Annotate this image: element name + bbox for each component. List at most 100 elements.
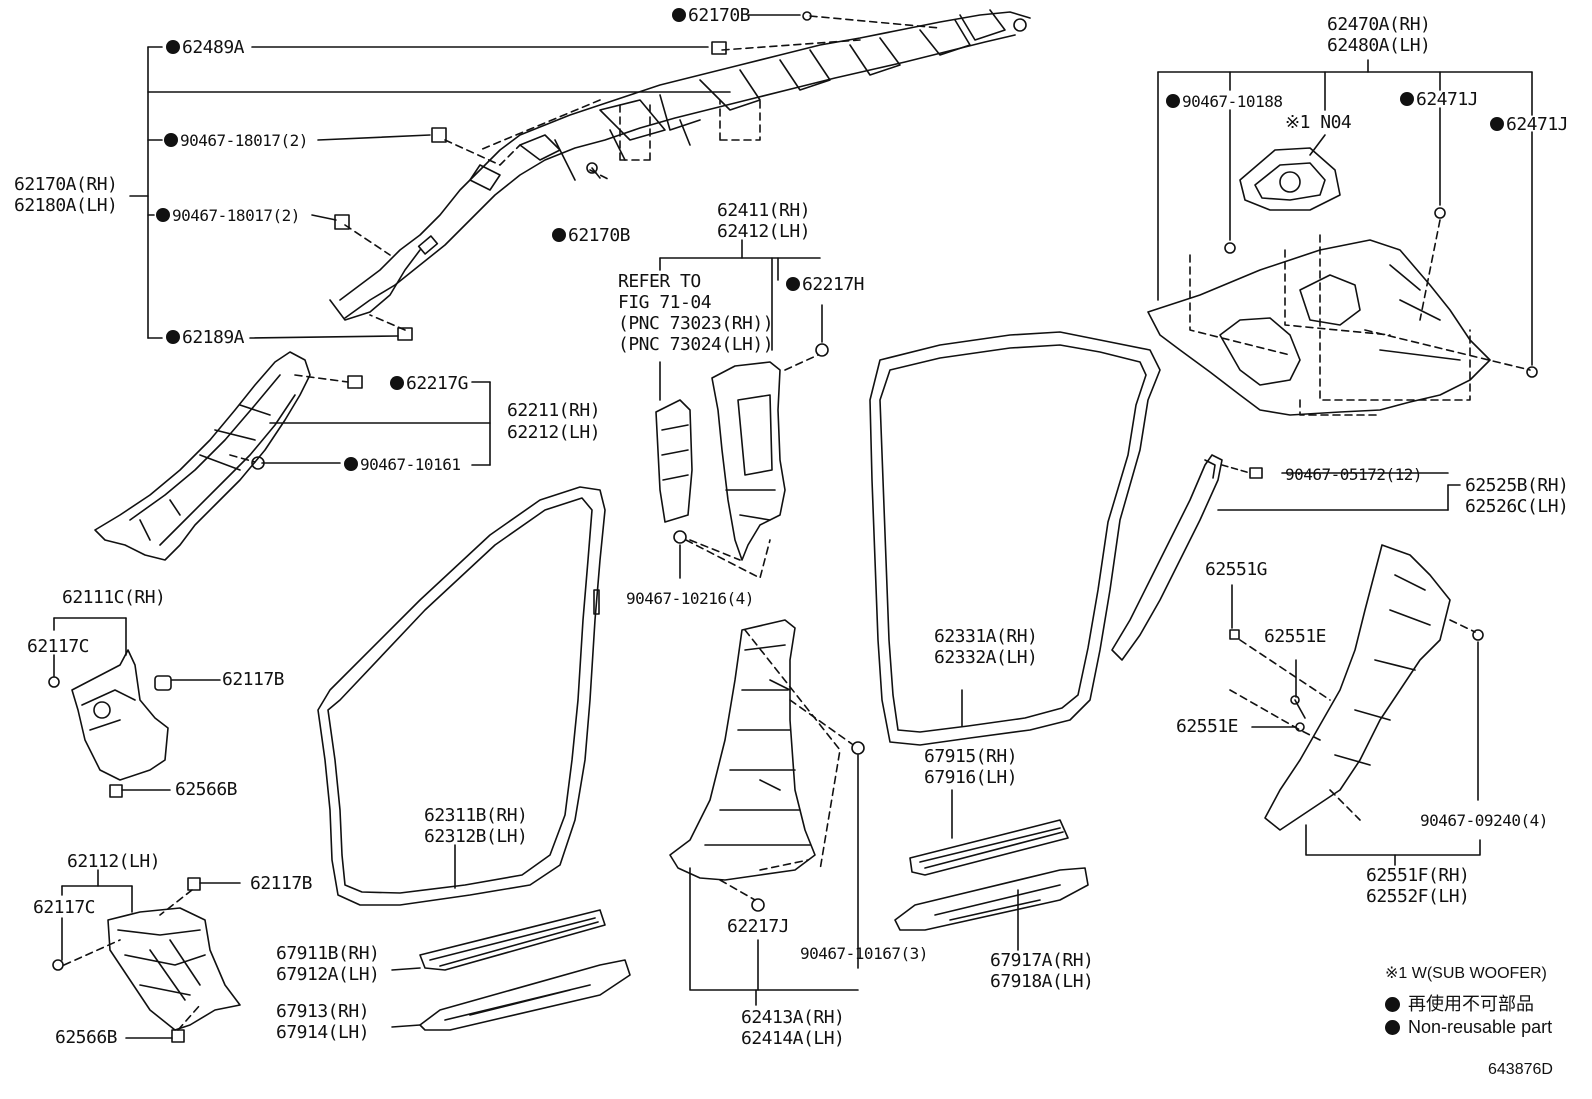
label-62117C-a: 62117C (27, 636, 90, 657)
label-62471J-a: 62471J (1400, 90, 1479, 110)
label-67916-lh: 67916(LH) (924, 767, 1018, 788)
leaders-62111C (53, 617, 221, 791)
label-62471J-b: 62471J (1490, 115, 1569, 135)
label-62525B-rh: 62525B(RH) (1465, 475, 1569, 496)
part-67917A-scuff (894, 867, 1089, 931)
leaders-62170A (129, 14, 801, 339)
label-62212-lh: 62212(LH) (507, 422, 601, 443)
label-62331A-rh: 62331A(RH) (934, 626, 1038, 647)
label-67912A-lh: 67912A(LH) (276, 964, 380, 985)
label-62414A-lh: 62414A(LH) (741, 1028, 845, 1049)
label-62180A-lh: 62180A(LH) (14, 195, 118, 216)
dashed-62525B (1221, 464, 1251, 474)
part-62331A-weatherstrip (869, 331, 1161, 746)
label-62480A-lh: 62480A(LH) (1327, 35, 1431, 56)
leaders-62112 (61, 869, 241, 1039)
part-73023-seatbelt (655, 399, 693, 523)
part-62311B-weatherstrip (317, 486, 606, 906)
dashed-62551F (1229, 619, 1476, 821)
label-62217J: 62217J (727, 916, 790, 937)
label-90467-05172: 90467-05172(12) (1285, 465, 1423, 484)
label-62311B-rh: 62311B(RH) (424, 805, 528, 826)
label-62217H: 62217H (786, 275, 865, 295)
part-62551F-quarter-lower (1229, 544, 1484, 831)
label-90467-18017-a: 90467-18017(2) (164, 131, 308, 151)
leaders-62525B (1217, 472, 1461, 511)
legend-nonreusable-en: Non-reusable part (1385, 1017, 1552, 1038)
legend-nonreusable-jp-text: 再使用不可部品 (1408, 994, 1534, 1014)
label-62470A-rh: 62470A(RH) (1327, 14, 1431, 35)
leaders-62413A (689, 741, 865, 1006)
dashed-62170A (344, 15, 941, 331)
legend-nonreusable-jp: 再使用不可部品 (1385, 990, 1534, 1016)
dashed-62413A (719, 629, 853, 901)
label-62526C-lh: 62526C(LH) (1465, 496, 1569, 517)
part-62525B-c-pillar (1111, 454, 1263, 661)
label-62551F-rh: 62551F(RH) (1366, 865, 1470, 886)
label-67913-rh: 67913(RH) (276, 1001, 370, 1022)
part-62470A-quarter-trim (1147, 147, 1538, 416)
label-62211-rh: 62211(RH) (507, 400, 601, 421)
part-62112 (52, 877, 241, 1043)
leaders-62470A (1157, 59, 1533, 366)
refer-line-3: (PNC 73023(RH)) (618, 313, 774, 334)
label-62551E-a: 62551E (1264, 626, 1327, 647)
leaders-62211 (251, 375, 491, 470)
label-90467-10167: 90467-10167(3) (800, 944, 928, 963)
label-62332A-lh: 62332A(LH) (934, 647, 1038, 668)
label-62117C-b: 62117C (33, 897, 96, 918)
label-62411-rh: 62411(RH) (717, 200, 811, 221)
part-67915-scuff (909, 819, 1069, 876)
label-note1-N04: ※1 N04 (1285, 112, 1352, 133)
label-62111C-rh: 62111C(RH) (62, 587, 166, 608)
label-67911B-rh: 67911B(RH) (276, 943, 380, 964)
label-62551E-b: 62551E (1176, 716, 1239, 737)
part-67911B-scuff (419, 909, 606, 971)
label-62566B-b: 62566B (55, 1027, 118, 1048)
legend-nonreusable-en-text: Non-reusable part (1408, 1017, 1553, 1037)
label-62566B-a: 62566B (175, 779, 238, 800)
dashed-62112 (63, 889, 201, 1031)
part-62211-a-pillar (94, 351, 311, 561)
refer-line-2: FIG 71-04 (618, 292, 712, 313)
label-62551G: 62551G (1205, 559, 1268, 580)
label-62170A-rh: 62170A(RH) (14, 174, 118, 195)
leader-67913 (391, 1024, 421, 1028)
filled-dot-icon (1385, 997, 1400, 1012)
part-62170A-roof-rail (329, 9, 1031, 321)
legend-note1: ※1 W(SUB WOOFER) (1385, 965, 1547, 982)
label-62413A-rh: 62413A(RH) (741, 1007, 845, 1028)
label-62170B-top: 62170B (672, 6, 751, 26)
label-62489A: 62489A (166, 38, 245, 58)
part-62111C (48, 649, 172, 798)
label-90467-10188: 90467-10188 (1166, 92, 1283, 112)
leaders-62411 (659, 239, 829, 579)
label-67917A-rh: 67917A(RH) (990, 950, 1094, 971)
label-67914-lh: 67914(LH) (276, 1022, 370, 1043)
label-62552F-lh: 62552F(LH) (1366, 886, 1470, 907)
diagram-id: 643876D (1488, 1061, 1553, 1078)
refer-line-1: REFER TO (618, 271, 701, 292)
filled-dot-icon (1385, 1020, 1400, 1035)
part-67913-scuff (419, 959, 631, 1031)
label-90467-10216: 90467-10216(4) (626, 589, 754, 608)
label-90467-09240: 90467-09240(4) (1420, 811, 1548, 830)
dashed-62211 (229, 374, 349, 463)
label-62117B-a: 62117B (222, 669, 285, 690)
label-62170B-mid: 62170B (552, 226, 631, 246)
label-90467-18017-b: 90467-18017(2) (156, 206, 300, 226)
label-62189A: 62189A (166, 328, 245, 348)
label-62412-lh: 62412(LH) (717, 221, 811, 242)
label-67918A-lh: 67918A(LH) (990, 971, 1094, 992)
dashed-62470A (1189, 219, 1531, 416)
label-90467-10161: 90467-10161 (344, 455, 461, 475)
label-62312B-lh: 62312B(LH) (424, 826, 528, 847)
part-62411-b-pillar-upper (711, 361, 786, 561)
leaders-62551F (1231, 584, 1481, 866)
leader-67911B (391, 967, 421, 971)
dashed-62411 (685, 354, 819, 579)
label-67915-rh: 67915(RH) (924, 746, 1018, 767)
label-62117B-b: 62117B (250, 873, 313, 894)
